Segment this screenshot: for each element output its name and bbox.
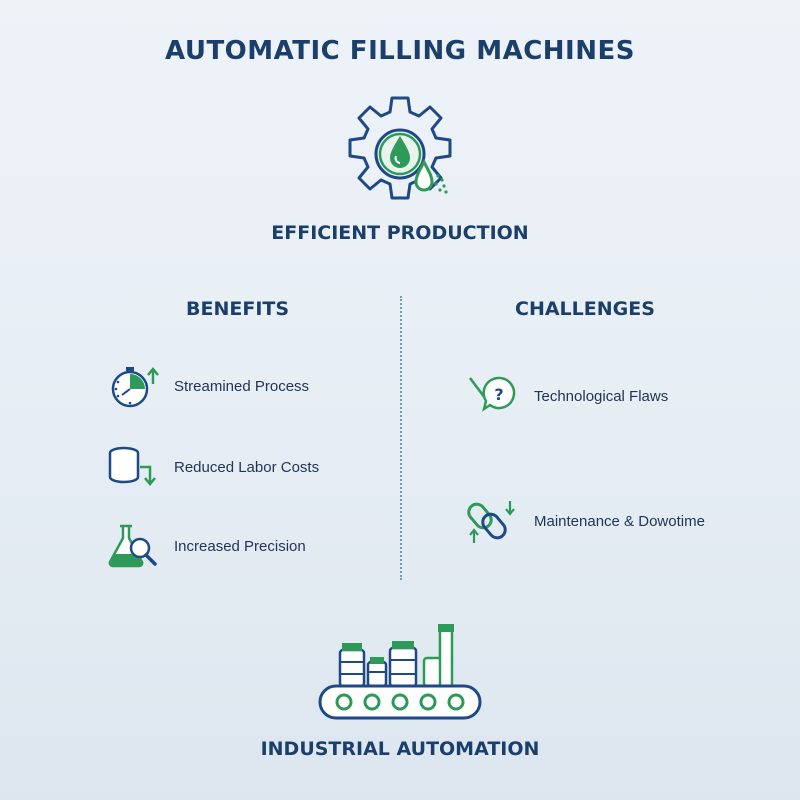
- conveyor-icon: [318, 624, 482, 720]
- challenge-label: Technological Flaws: [534, 387, 669, 405]
- benefit-label: Increased Precision: [174, 537, 306, 555]
- question-bubble-icon: ?: [469, 376, 516, 412]
- list-item: Reduced Labor Costs: [106, 443, 319, 491]
- footer-label: INDUSTRIAL AUTOMATION: [260, 738, 540, 760]
- list-item: Streamined Process: [106, 362, 309, 410]
- svg-text:?: ?: [494, 385, 503, 404]
- flask-magnifier-icon: [108, 524, 157, 568]
- page-title: AUTOMATIC FILLING MACHINES: [165, 36, 635, 66]
- benefit-label: Reduced Labor Costs: [174, 458, 320, 476]
- hero-label: EFFICIENT PRODUCTION: [271, 222, 529, 244]
- list-item: Increased Precision: [106, 522, 306, 570]
- list-item: Maintenance & Dowotime: [466, 497, 705, 545]
- coin-stack-icon: [108, 446, 156, 486]
- gear-droplet-icon: [348, 96, 452, 200]
- benefits-heading: BENEFITS: [186, 298, 290, 320]
- chain-link-icon: [467, 501, 515, 543]
- list-item: ? Technological Flaws: [466, 372, 668, 420]
- column-divider: [400, 296, 402, 580]
- stopwatch-icon: [111, 367, 159, 408]
- benefit-label: Streamined Process: [174, 377, 310, 395]
- challenges-heading: CHALLENGES: [515, 298, 655, 320]
- challenge-label: Maintenance & Dowotime: [534, 512, 705, 530]
